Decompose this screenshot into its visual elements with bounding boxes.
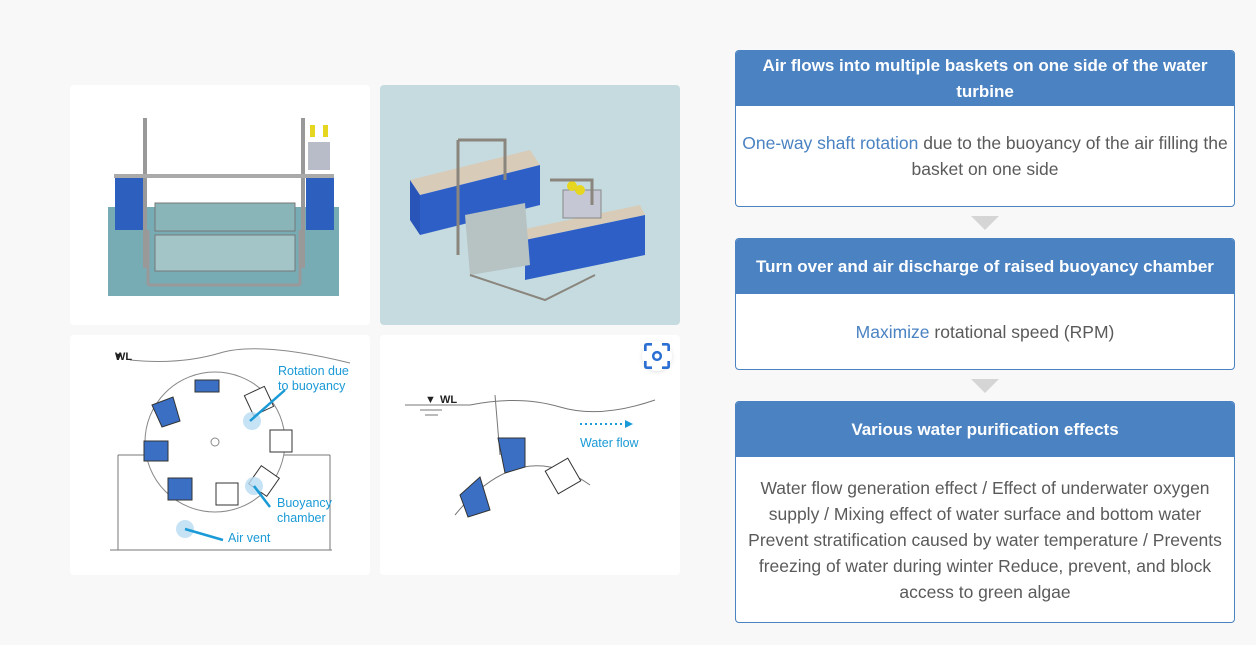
rotation-diagram-image: WL ▼ Rotation due to buoyancy Buoyancy c…: [70, 335, 370, 575]
turbine-isometric-illustration: [410, 138, 645, 302]
flow-step-description: Maximize rotational speed (RPM): [736, 294, 1234, 369]
flow-step-description: One-way shaft rotation due to the buoyan…: [736, 106, 1234, 206]
flow-step-text: Water flow generation effect / Effect of…: [748, 477, 1222, 602]
flow-step-2: Turn over and air discharge of raised bu…: [735, 238, 1235, 370]
zoom-in-icon: [644, 343, 670, 369]
flow-step-text: due to the buoyancy of the air filling t…: [911, 133, 1228, 179]
water-flow-label: Water flow: [580, 436, 640, 450]
flow-step-1: Air flows into multiple baskets on one s…: [735, 50, 1235, 207]
flow-step-highlight: Maximize: [855, 321, 930, 342]
water-level-label: WL: [115, 351, 132, 363]
flow-step-highlight: One-way shaft rotation: [742, 133, 919, 153]
rotation-diagram: WL ▼ Rotation due to buoyancy Buoyancy c…: [110, 348, 351, 551]
svg-text:▼: ▼: [425, 394, 436, 406]
turbine-front-illustration: [108, 118, 339, 296]
water-level-label: WL: [440, 394, 457, 406]
flow-step-text: rotational speed (RPM): [929, 321, 1115, 342]
chamber-label-line1: Buoyancy: [277, 496, 333, 510]
flow-step-title: Turn over and air discharge of raised bu…: [736, 239, 1234, 294]
process-flow: Air flows into multiple baskets on one s…: [735, 50, 1235, 623]
zoom-in-button[interactable]: [642, 341, 672, 371]
flow-step-title: Various water purification effects: [736, 402, 1234, 457]
chamber-label-line2: chamber: [277, 511, 326, 525]
flow-step-3: Various water purification effects Water…: [735, 401, 1235, 623]
down-arrow-icon: [735, 207, 1235, 238]
turbine-front-view-image: [70, 85, 370, 325]
water-flow-diagram-image: ▼ WL Water flow: [380, 335, 680, 575]
turbine-isometric-image: [380, 85, 680, 325]
water-flow-diagram: ▼ WL Water flow: [405, 394, 656, 518]
down-arrow-icon: [735, 370, 1235, 401]
air-vent-label: Air vent: [228, 531, 271, 545]
rotation-label-line1: Rotation due: [278, 364, 349, 378]
flow-step-description: Water flow generation effect / Effect of…: [736, 457, 1234, 622]
rotation-label-line2: to buoyancy: [278, 379, 346, 393]
svg-text:▼: ▼: [113, 351, 124, 363]
flow-step-title: Air flows into multiple baskets on one s…: [736, 51, 1234, 106]
